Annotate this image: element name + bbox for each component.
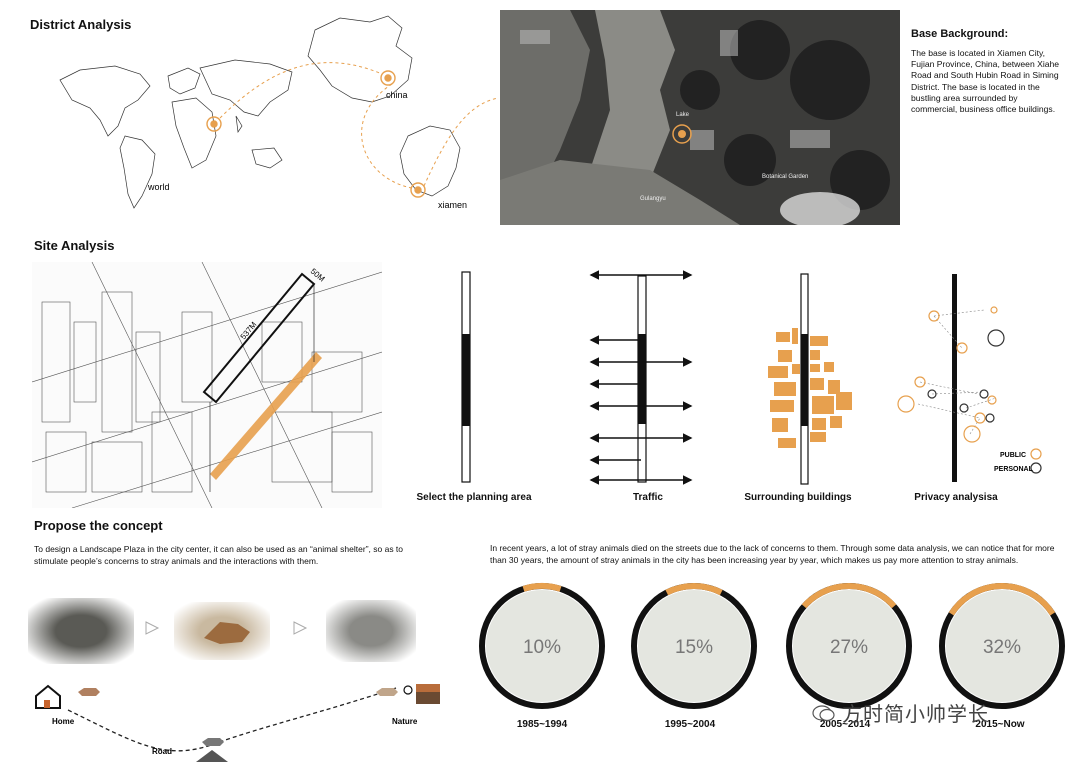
site-analysis-title: Site Analysis [34,238,115,253]
dog-icon [202,738,224,746]
world-label: world [147,182,170,192]
personal-legend-icon [1030,462,1042,474]
fujian-map-outline [399,125,461,197]
world-map-outline [59,59,293,209]
people-with-animals-photo [28,598,134,664]
base-background-title: Base Background: [911,28,1009,40]
dimension-box [202,272,316,492]
public-circles [897,306,998,443]
personal-legend-label: PERSONAL [994,466,1034,473]
planning-area-diagram [461,271,471,483]
concept-photo-sequence: Home Road Nature [28,598,440,762]
stat-percent-label: 27% [830,637,868,658]
dog-icon [376,688,398,696]
home-label: Home [52,717,75,726]
stat-ring-photo [793,590,905,702]
stat-ring: 15% [631,583,757,709]
connector-lines [219,62,499,189]
arrow-icon [293,621,308,635]
world-location-dot [210,120,218,128]
stat-ring-arc [948,583,1056,616]
china-location-dot [384,74,392,82]
stat-ring-arc [522,583,562,592]
traffic-diagram [589,270,693,485]
aerial-site-image: Lake Gulangyu Botanical Garden [500,10,900,225]
path-end-marker [403,685,413,695]
xiamen-location-marker [410,182,426,198]
xiamen-location-dot [414,186,422,194]
concept-text: To design a Landscape Plaza in the city … [34,544,404,566]
resting-dog-photo [326,600,416,662]
stat-ring-photo [638,590,750,702]
journey-path [67,687,397,752]
personal-circles [927,329,1005,423]
stats-text: In recent years, a lot of stray animals … [490,543,1055,565]
stat-percent-label: 10% [523,637,561,658]
stat-percent-label: 15% [675,637,713,658]
stray-animal-rings: 10% 15% 27% 32% [479,583,1065,709]
planning-site-strip [210,352,322,480]
cloud-patch [780,192,860,225]
base-background-text: The base is located in Xiamen City, Fuji… [911,48,1060,115]
road-icon [196,750,228,762]
china-label: china [386,90,408,100]
lake-label: Lake [676,112,690,118]
diagram-label-buildings: Surrounding buildings [744,492,852,503]
stat-ring: 10% [479,583,605,709]
botanical-garden-label: Botanical Garden [762,174,808,180]
period-label: 1985~1994 [516,719,568,730]
xiamen-label: xiamen [438,200,467,210]
watermark-text: 方时简小帅学长 [842,704,989,726]
site-axonometric-drawing: 537M 50M [32,262,382,508]
diagram-label-planning: Select the planning area [416,492,532,503]
china-location-marker [380,70,396,86]
world-location-marker [206,116,222,132]
period-label: 1995~2004 [664,719,716,730]
diagram-label-privacy: Privacy analysisa [914,492,998,503]
surrounding-buildings-diagram [768,273,852,485]
dog-icon [78,688,100,696]
site-location-marker [672,124,692,144]
diagram-label-traffic: Traffic [632,492,663,503]
stat-ring-arc [801,583,897,609]
district-maps: world china xiamen [59,15,499,210]
stat-percent-label: 32% [983,637,1021,658]
wechat-icon [812,704,835,721]
stat-ring-photo [946,590,1058,702]
period-label: 2005~2014 [819,719,871,730]
nature-label: Nature [392,717,418,726]
watermark: 方时简小帅学长 [812,698,989,727]
stat-ring-arc [665,583,723,596]
road-label: Road [152,747,172,756]
home-icon [35,684,61,709]
arrow-icon [145,621,160,635]
privacy-analysis-diagram: PUBLIC PERSONAL [897,274,1042,482]
gulangyu-label: Gulangyu [640,196,666,202]
public-legend-icon [1030,448,1042,460]
china-map-outline [307,15,413,103]
public-legend-label: PUBLIC [1000,452,1026,459]
stat-ring: 32% [939,583,1065,709]
stat-ring-photo [486,590,598,702]
base-background-panel: Base Background: The base is located in … [911,28,1066,115]
district-analysis-title: District Analysis [30,17,132,32]
period-label: 2015~Now [975,719,1025,730]
stat-ring: 27% [786,583,912,709]
concept-title: Propose the concept [34,518,163,533]
